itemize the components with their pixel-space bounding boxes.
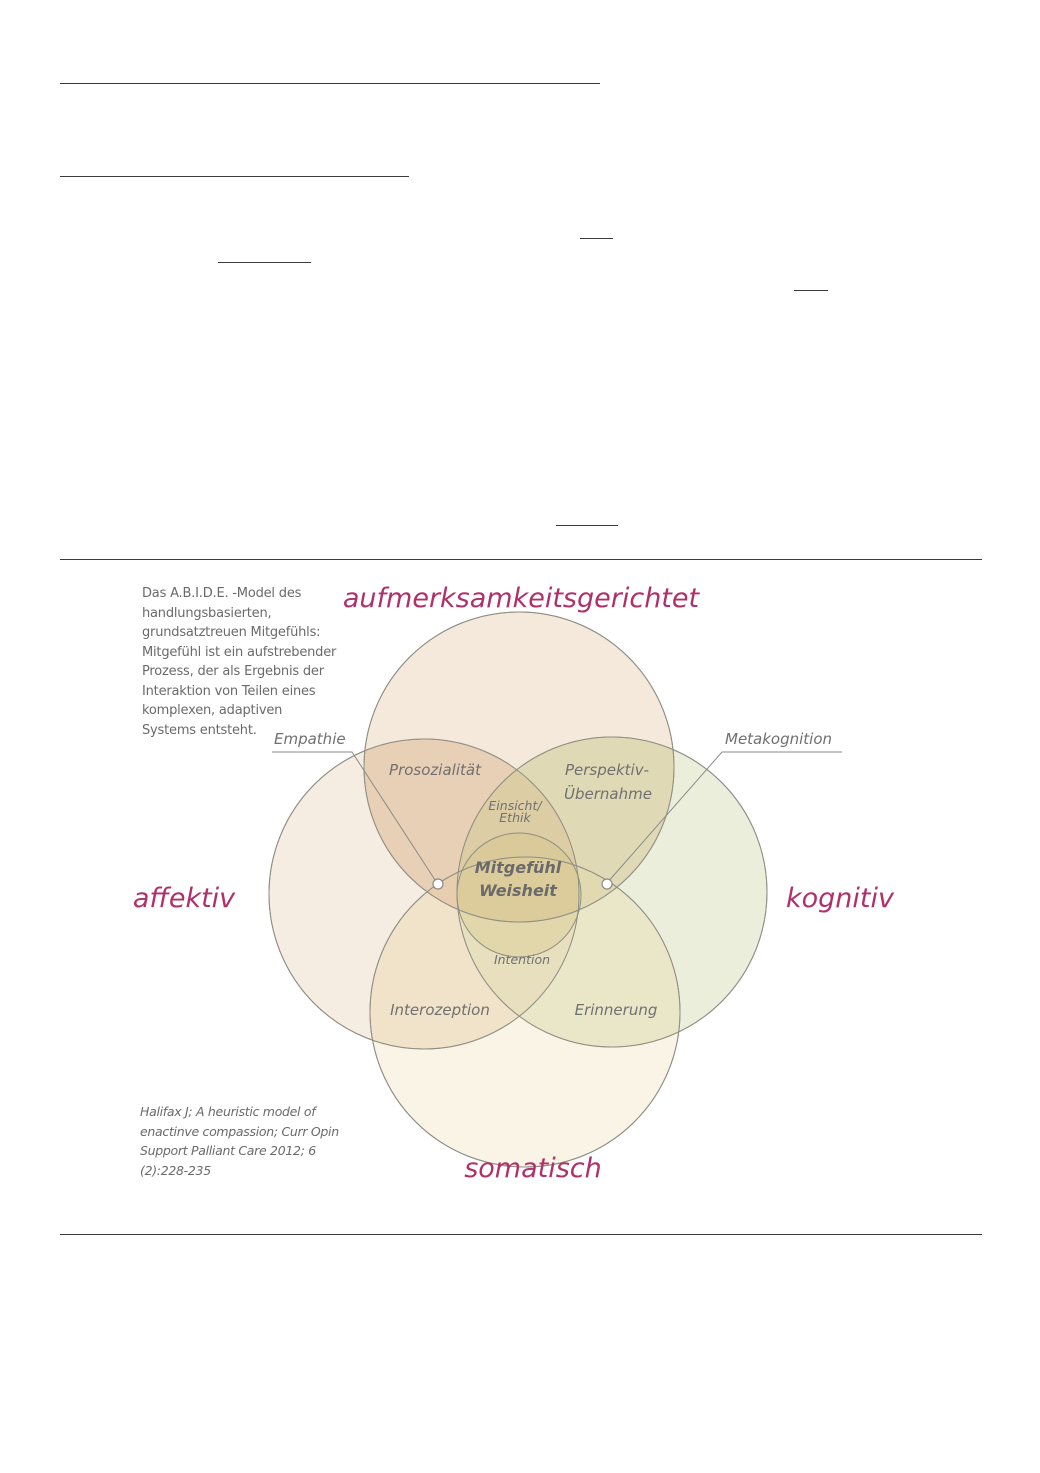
description-line: komplexen, adaptiven bbox=[142, 703, 283, 718]
description-line: Interaktion von Teilen eines bbox=[142, 683, 316, 699]
description-line: Das A.B.I.D.E. -Model des bbox=[142, 586, 302, 601]
label-intention: Intention bbox=[494, 952, 550, 967]
citation-line: enactinve compassion; Curr Opin bbox=[140, 1123, 339, 1139]
description-line: handlungsbasierten, bbox=[142, 605, 272, 621]
callout-empathie-line bbox=[272, 751, 438, 884]
rule-short-1 bbox=[580, 238, 613, 239]
rule-diagram-bottom bbox=[60, 1234, 982, 1235]
rule-top-2 bbox=[60, 176, 409, 177]
title-affektiv: affektiv bbox=[133, 883, 236, 914]
label-einsicht: Einsicht/ bbox=[488, 798, 543, 813]
rule-short-3 bbox=[794, 290, 828, 291]
label-perspektiv: Perspektiv- bbox=[565, 761, 649, 779]
callout-metakognition-line bbox=[606, 751, 842, 884]
label-mitgefuehl: Mitgefühl bbox=[475, 858, 562, 877]
callout-empathie: Empathie bbox=[274, 730, 346, 748]
citation-line: Halifax J; A heuristic model of bbox=[140, 1104, 316, 1119]
label-erinnerung: Erinnerung bbox=[575, 1001, 658, 1019]
label-weisheit: Weisheit bbox=[479, 881, 558, 900]
label-ethik: Ethik bbox=[499, 810, 531, 825]
label-interozeption: Interozeption bbox=[390, 1001, 490, 1019]
callout-metakognition-dot bbox=[601, 878, 613, 890]
rule-short-2 bbox=[218, 262, 311, 263]
source-citation: Halifax J; A heuristic model of enactinv… bbox=[140, 1102, 370, 1180]
label-prosozialitaet: Prosozialität bbox=[389, 761, 482, 779]
rule-top-1 bbox=[60, 83, 600, 84]
title-aufmerksamkeitsgerichtet: aufmerksamkeitsgerichtet bbox=[343, 583, 701, 614]
callout-metakognition: Metakognition bbox=[725, 730, 832, 748]
title-somatisch: somatisch bbox=[464, 1153, 602, 1184]
model-description: Das A.B.I.D.E. -Model des handlungsbasie… bbox=[142, 584, 372, 740]
description-line: Prozess, der als Ergebnis der bbox=[142, 664, 324, 679]
rule-short-4 bbox=[556, 525, 618, 526]
description-line: grundsatztreuen Mitgefühls: bbox=[142, 625, 321, 640]
citation-line: (2):228-235 bbox=[140, 1162, 211, 1178]
description-line: Systems entsteht. bbox=[142, 722, 257, 738]
description-line: Mitgefühl ist ein aufstrebender bbox=[142, 644, 337, 660]
citation-line: Support Palliant Care 2012; 6 bbox=[140, 1143, 316, 1158]
title-kognitiv: kognitiv bbox=[786, 883, 895, 914]
rule-diagram-top bbox=[60, 559, 982, 560]
label-uebernahme: Übernahme bbox=[564, 784, 652, 803]
callout-empathie-dot bbox=[432, 878, 444, 890]
